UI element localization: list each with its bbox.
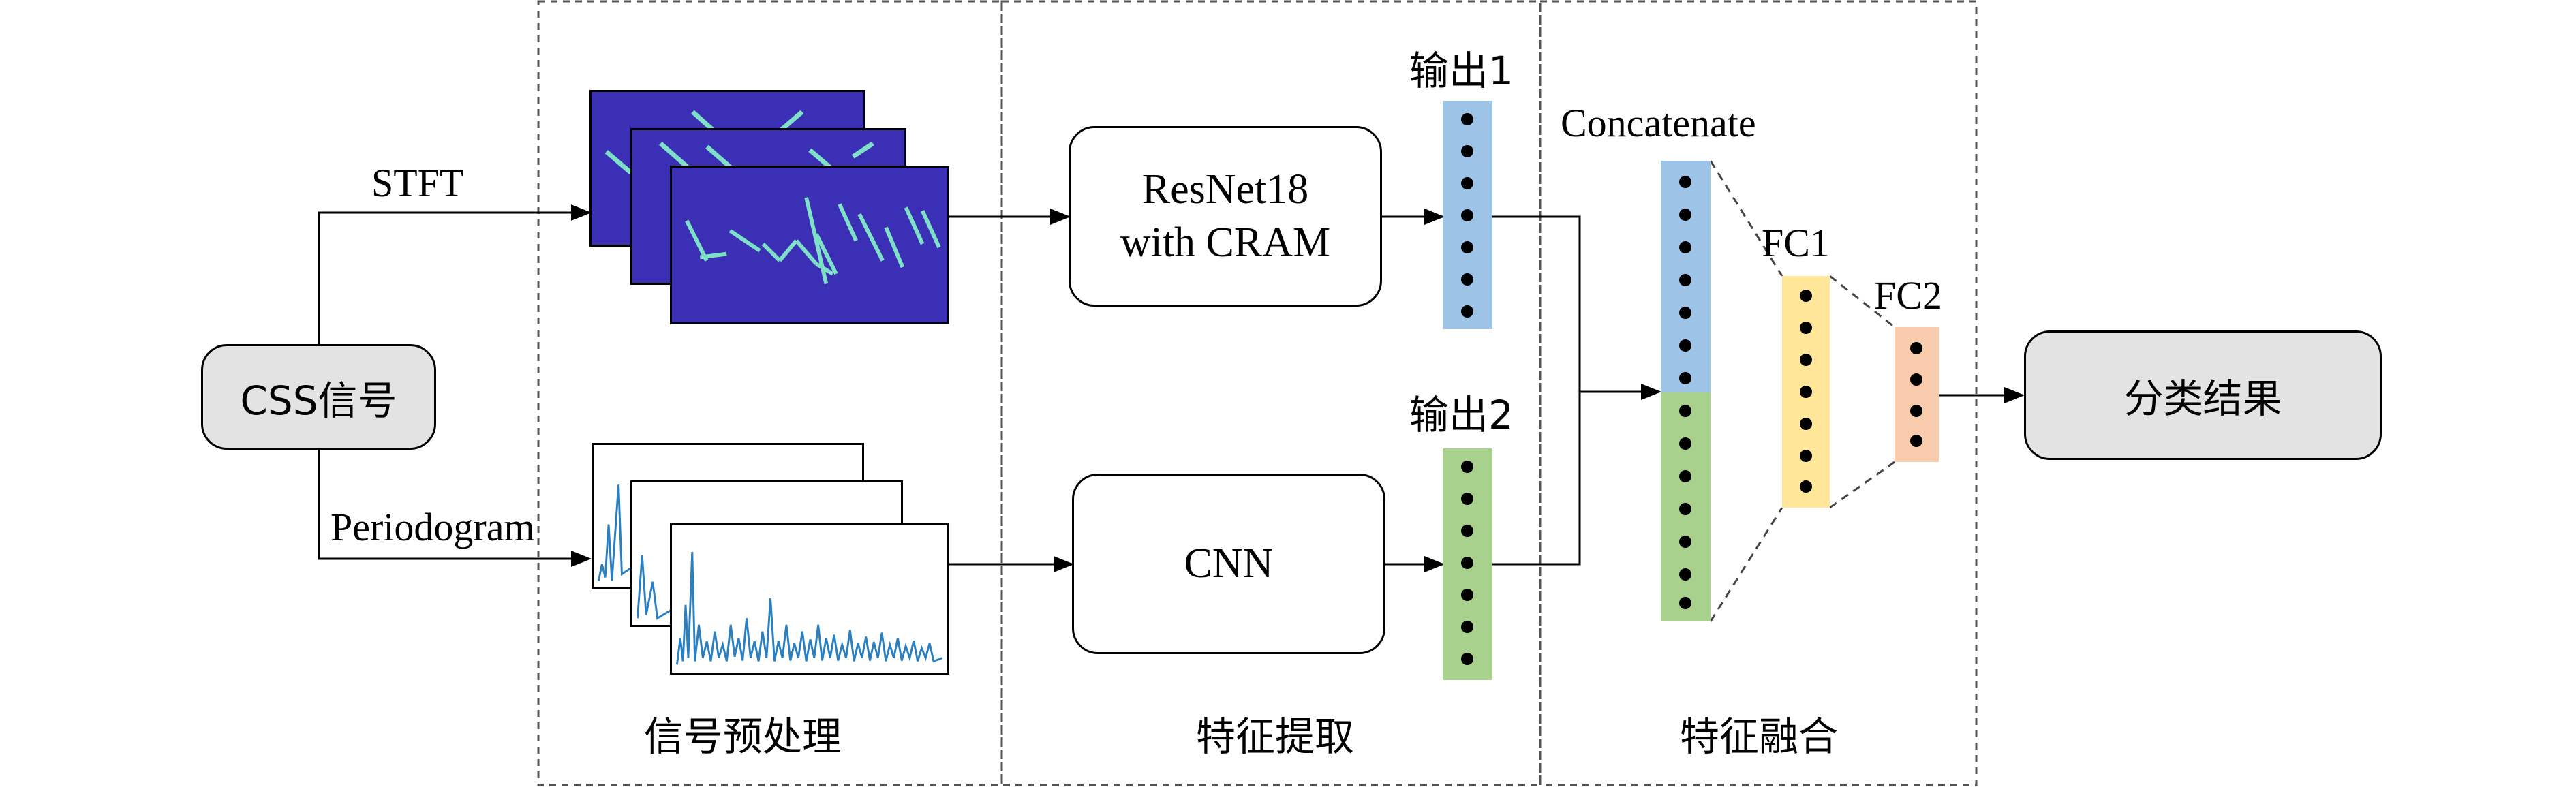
concat-dot [1679, 568, 1691, 581]
output1-dot [1461, 273, 1473, 286]
output2-dot [1461, 493, 1473, 505]
fc2-dot [1910, 373, 1922, 386]
resnet-label-line1: ResNet18 [1141, 166, 1309, 213]
fc1-dot [1800, 290, 1812, 302]
output1-dot [1461, 305, 1473, 318]
fc1-vector [1782, 276, 1830, 508]
input-box: CSS信号 [201, 344, 436, 450]
output1-dot [1461, 177, 1473, 189]
input-label: CSS信号 [240, 377, 397, 424]
concat-dot [1679, 339, 1691, 352]
cnn-label: CNN [1184, 540, 1274, 587]
fc1-dot [1800, 450, 1812, 462]
output2-dot [1461, 557, 1473, 569]
fc-link-2 [1709, 507, 1783, 622]
periodogram-front [670, 523, 949, 675]
fc1-dot [1800, 418, 1812, 430]
stft-branch-arrow [318, 204, 592, 344]
fc2-label: FC2 [1874, 273, 1942, 318]
fc-link-4 [1829, 461, 1895, 509]
result-box: 分类结果 [2024, 330, 2382, 460]
concat-dot [1679, 437, 1691, 450]
output2-dot [1461, 461, 1473, 473]
periodogram-label: Periodogram [331, 505, 535, 549]
section-title-preprocess: 信号预处理 [644, 713, 842, 760]
concat-dot [1679, 372, 1691, 384]
output1-label: 输出1 [1409, 48, 1514, 94]
concat-dot [1679, 536, 1691, 548]
output1-dot [1461, 145, 1473, 157]
concat-dot [1679, 176, 1691, 188]
resnet-label-line2: with CRAM [1120, 219, 1331, 266]
fc1-dot [1800, 354, 1812, 366]
concatenated-vector [1661, 161, 1711, 621]
concatenate-label: Concatenate [1561, 101, 1756, 145]
fc1-dot [1800, 322, 1812, 334]
output1-dot [1461, 241, 1473, 253]
concat-dot [1679, 241, 1691, 253]
section-frame-fusion [1539, 0, 1978, 786]
concat-dot [1679, 274, 1691, 286]
fc1-label: FC1 [1762, 221, 1830, 265]
concat-dot [1679, 503, 1691, 515]
output1-dot [1461, 113, 1473, 125]
output1-vector [1443, 101, 1492, 329]
concat-dot [1679, 209, 1691, 221]
fc2-dot [1910, 405, 1922, 417]
fc1-dot [1800, 386, 1812, 398]
output2-vector [1443, 448, 1492, 680]
output2-dot [1461, 525, 1473, 537]
spectrogram-front [670, 166, 949, 324]
cnn-box: CNN [1072, 474, 1385, 654]
resnet-box: ResNet18 with CRAM [1069, 126, 1382, 307]
fc2-dot [1910, 435, 1922, 447]
concat-dot [1679, 405, 1691, 417]
output-merge-arrow [1492, 215, 1659, 566]
section-frame-preprocess [537, 0, 1003, 786]
fc2-vector [1895, 327, 1939, 462]
output2-dot [1461, 653, 1473, 665]
stft-label: STFT [371, 161, 464, 205]
section-title-fusion: 特征融合 [1680, 713, 1839, 760]
concat-dot [1679, 307, 1691, 319]
result-label: 分类结果 [2123, 375, 2282, 422]
concat-dot [1679, 597, 1691, 609]
concat-dot [1679, 470, 1691, 482]
output2-dot [1461, 621, 1473, 633]
output2-dot [1461, 589, 1473, 601]
output1-dot [1461, 209, 1473, 221]
periodogram-branch-arrow [318, 450, 592, 567]
section-title-extract: 特征提取 [1196, 713, 1355, 760]
output2-label: 输出2 [1409, 392, 1514, 438]
fc2-dot [1910, 342, 1922, 354]
fc1-dot [1800, 480, 1812, 493]
